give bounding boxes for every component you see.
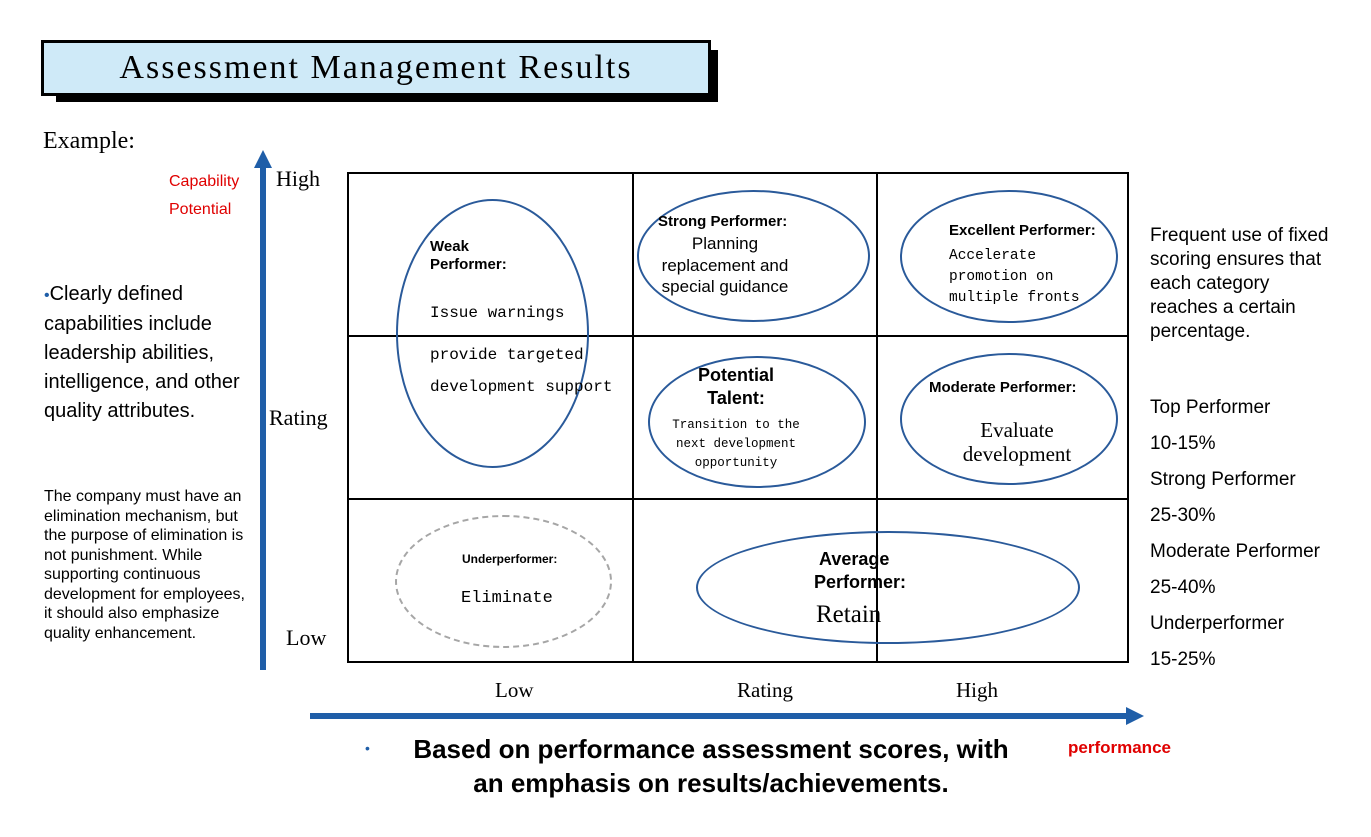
example-label: Example: [43,128,135,154]
x-tick-low: Low [495,678,534,702]
capabilities-note: •Clearly defined capabilities include le… [44,280,244,426]
bottom-line1: Based on performance assessment scores, … [413,734,1009,764]
y-tick-high: High [276,166,320,191]
excellent-performer-title: Excellent Performer: [949,222,1096,239]
right-item-top-name: Top Performer [1150,397,1271,418]
average-title-line2: Performer: [814,572,907,592]
underperformer-title: Underperformer: [462,552,558,566]
underperformer-action: Eliminate [461,589,553,608]
excellent-performer-ellipse [900,190,1118,323]
y-axis-arrowhead [254,150,272,168]
x-axis-arrowhead [1126,707,1144,725]
y-tick-low: Low [286,625,327,650]
weak-title-line2: Performer: [430,256,507,273]
right-item-under-pct: 15-25% [1150,649,1216,670]
weak-action-3: development support [430,378,613,396]
moderate-performer-desc: Evaluate development [935,418,1099,466]
average-performer-title: Average Performer: [814,548,906,594]
excellent-line1: Accelerate [949,248,1037,264]
right-item-moderate-name: Moderate Performer [1150,541,1321,562]
potential-line3: opportunity [694,456,778,470]
weak-performer-ellipse [396,199,589,468]
potential-talent-ellipse [648,356,866,488]
y-axis-label-line2: Potential [169,201,232,218]
weak-performer-title: Weak Performer: [430,238,507,274]
capabilities-text: Clearly defined capabilities include lea… [44,283,240,422]
average-performer-ellipse [696,531,1080,644]
potential-title-line1: Potential [697,365,774,385]
page-title: Assessment Management Results [41,40,711,96]
bottom-statement: Based on performance assessment scores, … [360,732,1062,800]
x-tick-high: High [956,678,998,702]
moderate-performer-ellipse [900,353,1118,485]
right-item-strong-pct: 25-30% [1150,505,1216,526]
strong-line3: special guidance [661,277,789,296]
potential-line2: next development [675,437,797,451]
strong-line1: Planning [691,234,759,253]
moderate-line2: development [962,442,1072,466]
right-item-top-pct: 10-15% [1150,433,1216,454]
average-performer-action: Retain [816,601,882,628]
potential-title-line2: Talent: [707,388,765,408]
underperformer-ellipse [395,515,612,648]
x-tick-rating: Rating [737,678,793,702]
potential-talent-title: Potential Talent: [674,364,798,410]
excellent-line2: promotion on [949,269,1054,285]
average-title-line1: Average [819,549,890,569]
bottom-bullet: • [365,740,370,756]
potential-line1: Transition to the [672,418,800,432]
y-tick-rating: Rating [269,405,328,430]
elimination-note: The company must have an elimination mec… [44,488,245,642]
strong-performer-title: Strong Performer: [658,213,788,230]
excellent-line3: multiple fronts [949,290,1080,306]
right-item-moderate-pct: 25-40% [1150,577,1216,598]
bottom-line2: an emphasis on results/achievements. [473,768,949,798]
weak-action-2: provide targeted [430,346,584,364]
y-axis-label-line1: Capability [169,173,240,190]
potential-talent-desc: Transition to the next development oppor… [660,416,812,473]
assessment-grid [347,172,1129,663]
right-item-strong-name: Strong Performer [1150,469,1296,490]
strong-line2: replacement and [661,255,789,275]
x-axis-label: performance [1068,738,1171,757]
strong-performer-desc: Planning replacement and special guidanc… [650,233,800,298]
weak-title-line1: Weak [430,238,469,255]
excellent-performer-desc: Accelerate promotion on multiple fronts [949,246,1080,309]
weak-action-1: Issue warnings [430,304,565,322]
capabilities-bullet: • [44,287,50,304]
right-panel-intro: Frequent use of fixed scoring ensures th… [1150,225,1329,342]
moderate-line1: Evaluate [980,418,1054,442]
strong-performer-ellipse [637,190,870,322]
right-item-under-name: Underperformer [1150,613,1285,634]
moderate-performer-title: Moderate Performer: [929,379,1077,396]
